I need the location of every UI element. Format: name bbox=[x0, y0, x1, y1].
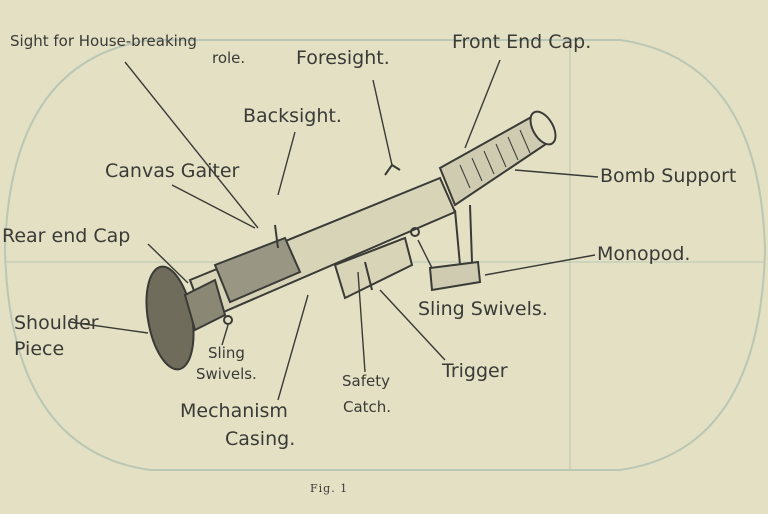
label-rear-end-cap: Rear end Cap bbox=[2, 225, 131, 247]
label-front-end-cap: Front End Cap. bbox=[452, 31, 592, 53]
label-shoulder: Shoulder bbox=[14, 312, 99, 334]
figure-caption: Fig. 1 bbox=[310, 482, 349, 495]
label-trigger: Trigger bbox=[442, 360, 508, 382]
leader-lines bbox=[69, 59, 599, 401]
label-foresight: Foresight. bbox=[296, 47, 390, 69]
label-catch: Catch. bbox=[343, 398, 392, 416]
label-backsight: Backsight. bbox=[243, 105, 342, 127]
label-casing: Casing. bbox=[225, 428, 296, 450]
label-sling: Sling bbox=[208, 344, 245, 362]
label-sight-house-breaking: Sight for House-breaking bbox=[10, 32, 197, 50]
label-sight-house-breaking-role: role. bbox=[212, 49, 246, 67]
label-sling-swivels-right: Sling Swivels. bbox=[418, 298, 548, 320]
label-swivels: Swivels. bbox=[196, 365, 257, 383]
weapon-drawing bbox=[145, 110, 557, 371]
label-bomb-support: Bomb Support bbox=[600, 165, 737, 187]
label-mechanism: Mechanism bbox=[180, 400, 288, 422]
label-piece: Piece bbox=[14, 338, 65, 360]
label-monopod: Monopod. bbox=[597, 243, 691, 265]
label-safety: Safety bbox=[342, 372, 390, 390]
label-canvas-gaiter: Canvas Gaiter bbox=[105, 160, 240, 182]
